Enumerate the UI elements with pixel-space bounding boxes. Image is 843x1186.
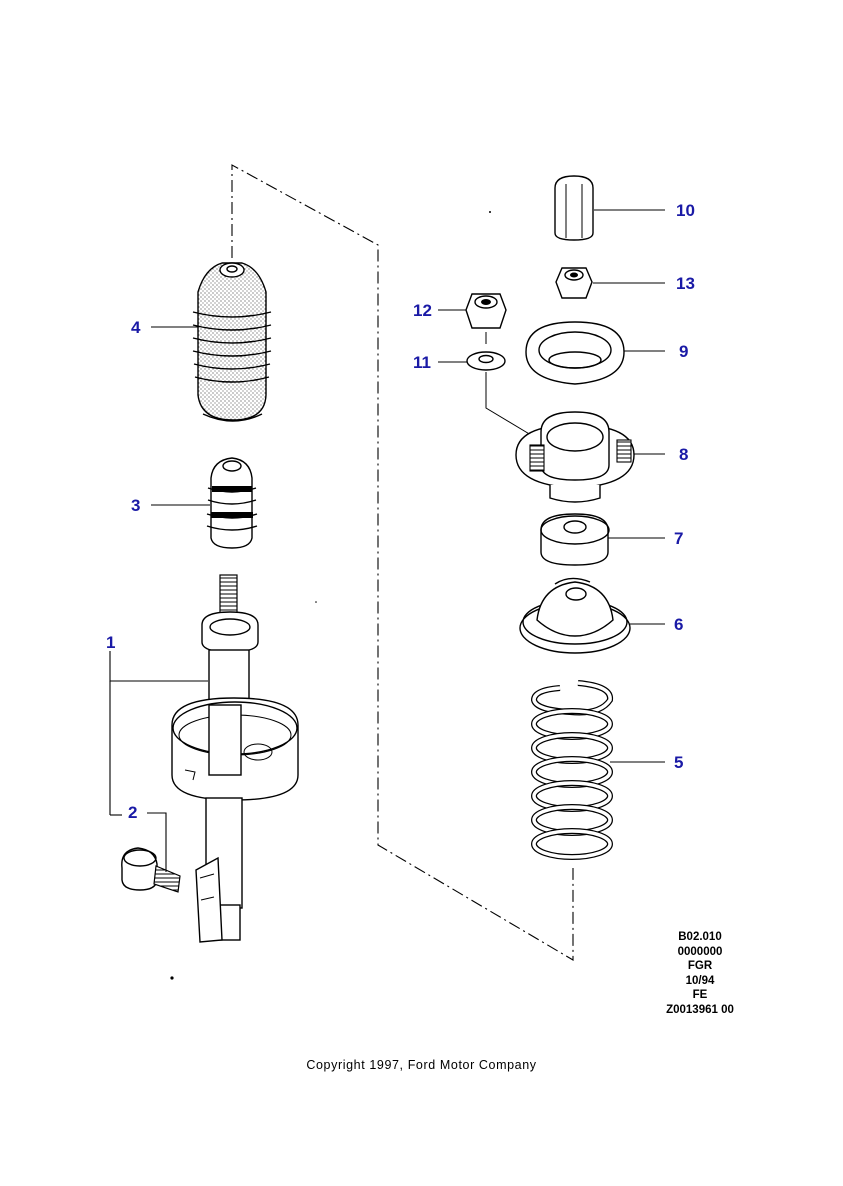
assembly-axis-line	[231, 164, 574, 961]
reference-line: B02.010	[678, 931, 722, 943]
spring-seat-part	[519, 577, 631, 654]
nut-13-part	[555, 267, 593, 299]
callout-11: 11	[413, 353, 431, 372]
bolt-part	[121, 847, 181, 893]
washer-part	[466, 351, 506, 371]
stray-dot	[489, 211, 491, 213]
reference-line: Z0013961 00	[666, 1003, 734, 1016]
callout-1: 1	[106, 633, 115, 652]
callout-10: 10	[676, 201, 695, 220]
callout-4: 4	[131, 318, 141, 337]
callout-8: 8	[679, 445, 688, 464]
callout-9: 9	[679, 342, 688, 361]
stray-dot	[315, 601, 317, 603]
coil-spring-part	[530, 680, 614, 860]
bump-stop-part	[206, 457, 258, 549]
washer-mount-link-line	[485, 372, 537, 439]
callout-6: 6	[674, 615, 683, 634]
strut-part	[171, 574, 299, 943]
callout-3: 3	[131, 496, 140, 515]
callout-13: 13	[676, 274, 695, 293]
callout-12: 12	[413, 301, 432, 320]
copyright-notice: Copyright 1997, Ford Motor Company	[306, 1058, 537, 1072]
callout-5: 5	[674, 753, 683, 772]
callout-7: 7	[674, 529, 683, 548]
upper-seat-part	[525, 321, 625, 385]
protective-cap-part	[554, 175, 594, 241]
stray-dot	[170, 976, 174, 980]
reference-line: 10/94	[685, 974, 715, 987]
reference-line: 0000000	[677, 945, 723, 958]
nut-12-part	[465, 293, 507, 329]
leader-lines	[109, 209, 665, 872]
top-mount-part	[515, 411, 635, 503]
callout-2: 2	[128, 803, 137, 822]
drawing-reference-block: B02.010 0000000 FGR 10/94 FE Z0013961 00	[640, 930, 760, 1018]
reference-line: FGR	[687, 960, 713, 973]
callout-labels: 4 3 1 2 10 13 12 11 9 8 7 6 5	[106, 201, 695, 822]
reference-line: FE	[692, 989, 708, 1002]
dust-boot-part	[192, 262, 272, 422]
bearing-part	[540, 513, 610, 566]
